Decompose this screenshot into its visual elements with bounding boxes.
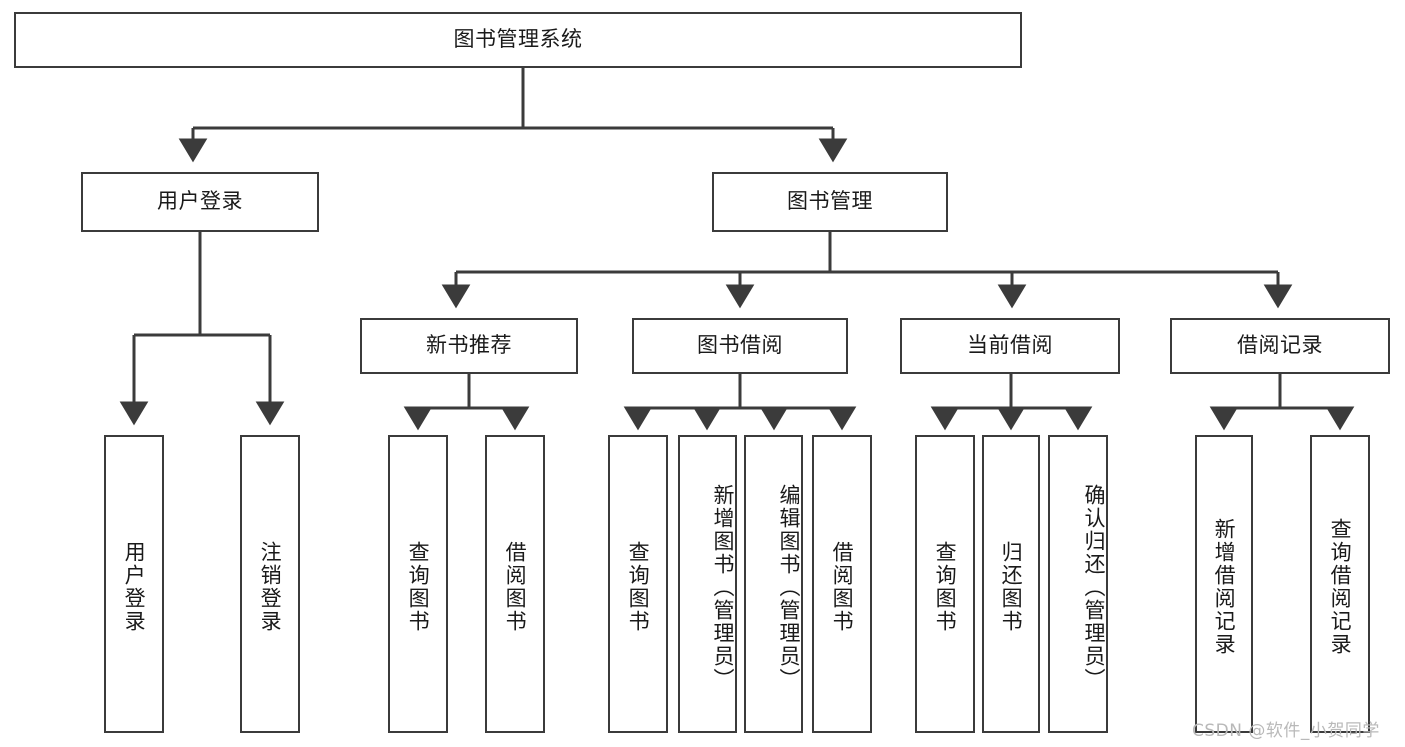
node-leaf-borrow-book-2-label: 借阅图书: [830, 541, 855, 633]
node-borrow-record[interactable]: 借阅记录: [1170, 318, 1390, 374]
node-leaf-query-book-2-label: 查询图书: [626, 541, 651, 633]
node-leaf-return-book[interactable]: 归还图书: [982, 435, 1040, 733]
node-current-borrow[interactable]: 当前借阅: [900, 318, 1120, 374]
node-leaf-add-record-label: 新增借阅记录: [1212, 518, 1237, 656]
csdn-watermark: CSDN @软件_小贺同学: [1192, 721, 1380, 741]
node-root[interactable]: 图书管理系统: [14, 12, 1022, 68]
node-leaf-query-record-label: 查询借阅记录: [1328, 518, 1353, 656]
node-borrow-record-label: 借阅记录: [1237, 333, 1323, 358]
node-leaf-query-book-1-label: 查询图书: [406, 541, 431, 633]
node-book-borrow[interactable]: 图书借阅: [632, 318, 848, 374]
node-user-login[interactable]: 用户登录: [81, 172, 319, 232]
node-leaf-query-record[interactable]: 查询借阅记录: [1310, 435, 1370, 733]
node-leaf-confirm-return-label: 确认归还（管理员）: [1082, 483, 1106, 691]
node-leaf-query-book-3[interactable]: 查询图书: [915, 435, 975, 733]
node-new-book-rec[interactable]: 新书推荐: [360, 318, 578, 374]
node-leaf-add-book-label: 新增图书（管理员）: [711, 483, 735, 691]
node-book-manage-label: 图书管理: [787, 189, 873, 214]
node-leaf-logout-label: 注销登录: [258, 541, 283, 633]
node-leaf-borrow-book-1[interactable]: 借阅图书: [485, 435, 545, 733]
node-leaf-return-book-label: 归还图书: [999, 541, 1024, 633]
node-leaf-user-login[interactable]: 用户登录: [104, 435, 164, 733]
node-book-manage[interactable]: 图书管理: [712, 172, 948, 232]
node-leaf-edit-book-label: 编辑图书（管理员）: [777, 483, 801, 691]
node-new-book-rec-label: 新书推荐: [426, 333, 512, 358]
node-root-label: 图书管理系统: [453, 27, 583, 52]
node-leaf-confirm-return[interactable]: 确认归还（管理员）: [1048, 435, 1108, 733]
node-leaf-edit-book[interactable]: 编辑图书（管理员）: [744, 435, 803, 733]
node-current-borrow-label: 当前借阅: [967, 333, 1053, 358]
node-leaf-borrow-book-1-label: 借阅图书: [503, 541, 528, 633]
node-user-login-label: 用户登录: [157, 189, 243, 214]
node-leaf-add-book[interactable]: 新增图书（管理员）: [678, 435, 737, 733]
node-leaf-query-book-3-label: 查询图书: [933, 541, 958, 633]
node-leaf-user-login-label: 用户登录: [122, 541, 147, 633]
node-leaf-add-record[interactable]: 新增借阅记录: [1195, 435, 1253, 733]
node-book-borrow-label: 图书借阅: [697, 333, 783, 358]
node-leaf-query-book-1[interactable]: 查询图书: [388, 435, 448, 733]
node-leaf-query-book-2[interactable]: 查询图书: [608, 435, 668, 733]
node-leaf-logout[interactable]: 注销登录: [240, 435, 300, 733]
node-leaf-borrow-book-2[interactable]: 借阅图书: [812, 435, 872, 733]
